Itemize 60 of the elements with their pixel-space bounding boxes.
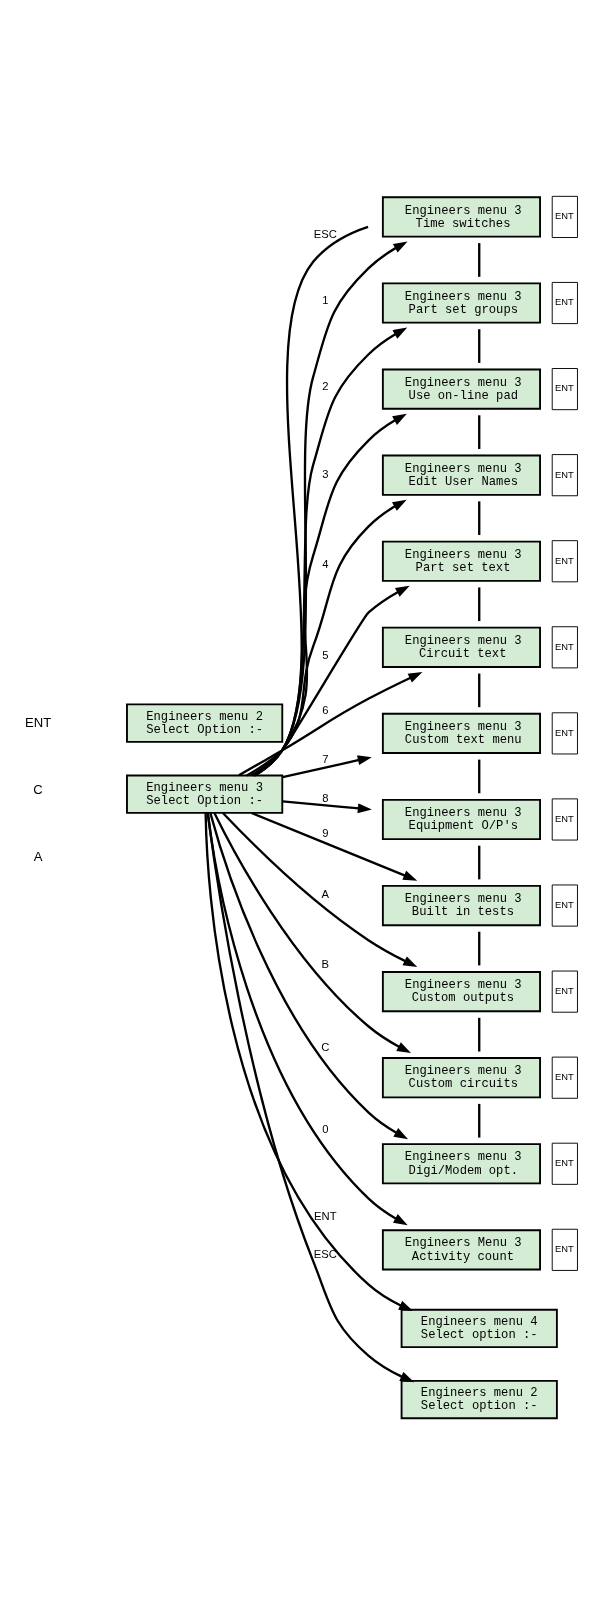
edge-label: 3 [322,467,329,480]
arrow [253,327,408,776]
arrow [222,811,418,967]
node-box: Engineers menu 2 Select Option :- [126,702,284,743]
edge-label: ESC [313,227,337,240]
arrow [246,585,410,776]
connector [478,673,481,707]
node-label: ENT [555,727,574,738]
node-box: Engineers menu 4 Select option :- [400,1308,558,1348]
edge-label: C [321,1040,330,1053]
edge-label: 6 [322,703,329,716]
edge-label: A [321,887,330,900]
connector [478,931,481,965]
node-label: ENT [555,899,574,910]
arrow [213,811,411,1053]
arrow [282,799,372,813]
connector [478,500,481,535]
edge-label: 0 [322,1122,329,1135]
label: ENT [25,714,52,730]
node-label: ENT [555,382,574,393]
node-label: ENT [555,555,574,566]
node-label: ENT [555,469,574,480]
node-label: ENT [555,813,574,824]
label: A [33,848,43,864]
connector [478,845,481,879]
edge-label: 5 [322,648,329,661]
connector [478,414,481,449]
connector [478,759,481,793]
edge-label: 4 [322,557,329,570]
node-label: ENT [555,641,574,652]
arrow [254,240,408,776]
connector [478,1103,481,1138]
node-label: ENT [555,1071,574,1082]
arrow [209,812,409,1139]
arrow [238,671,423,776]
arrow [206,812,408,1225]
connector [478,328,481,363]
connector [478,586,481,621]
edge-label: B [321,957,330,970]
node-label: ENT [555,1157,574,1168]
arrow [250,499,407,776]
arrow [252,413,407,776]
edge-label: ENT [314,1209,337,1222]
connector [478,242,481,277]
label: C [33,781,43,797]
node-label: ENT [555,296,574,307]
connector [478,1017,481,1051]
edge-label: ESC [313,1247,337,1260]
edge-label: 7 [322,752,329,765]
node-label: ENT [555,1243,574,1254]
edge-label: 9 [322,826,329,839]
edge-label: 8 [322,791,329,804]
edge-label: 1 [322,293,329,306]
node-label: ENT [555,985,574,996]
arrow [251,811,418,881]
node-box: Engineers menu 2 Select option :- [400,1379,558,1419]
node-box: Engineers menu 3 Select Option :- [126,774,284,814]
edge-label: 2 [322,379,329,392]
arrow [282,754,372,778]
node-label: ENT [555,210,574,221]
